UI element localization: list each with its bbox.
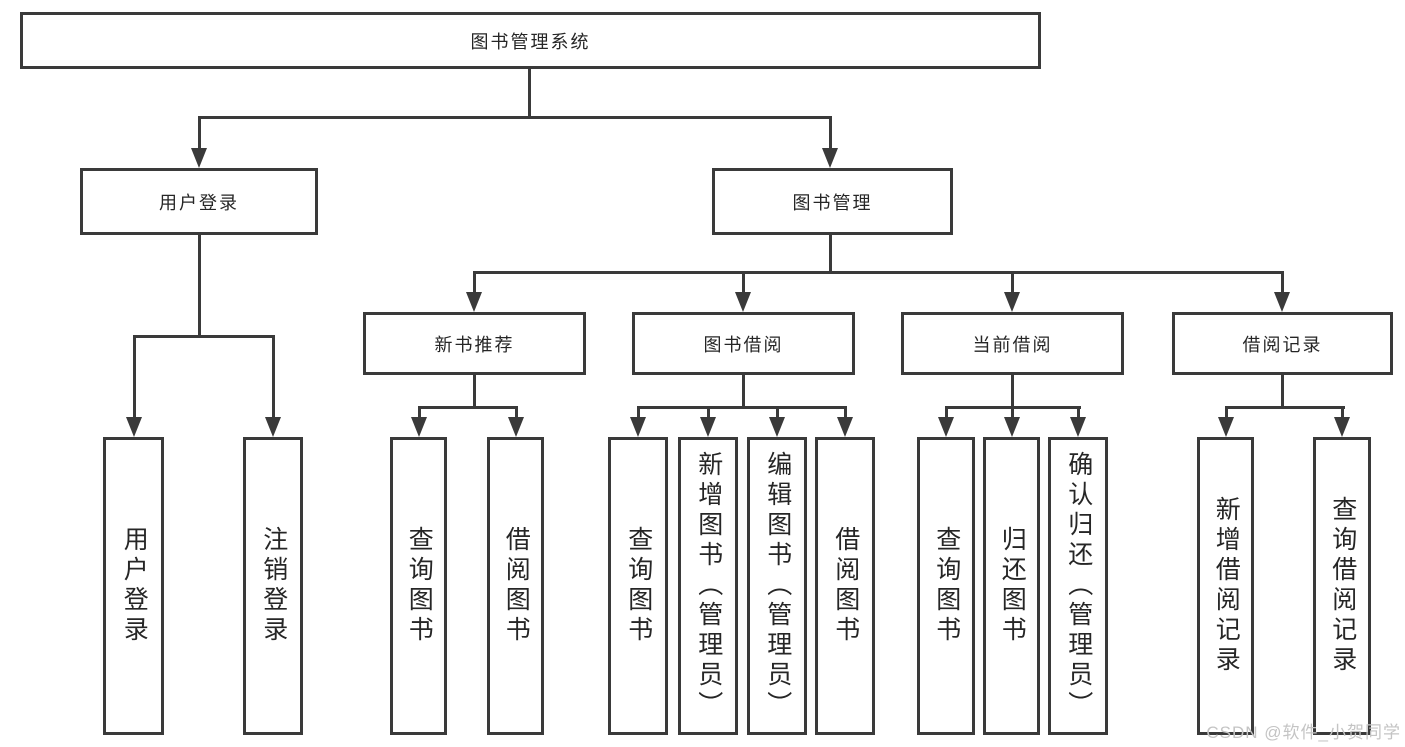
node-root: 图书管理系统 [20, 12, 1041, 69]
connector-line [1281, 374, 1284, 408]
arrow-down-icon [508, 417, 524, 437]
connector-line [1225, 408, 1228, 419]
connector-line [1225, 406, 1345, 409]
connector-line [1011, 374, 1014, 408]
leaf-add-book-admin-label: 新增图书（管理员） [694, 451, 723, 721]
connector-line [742, 273, 745, 294]
leaf-borrow-books-borrowing-label: 借阅图书 [831, 526, 860, 646]
node-borrowing-records: 借阅记录 [1172, 312, 1393, 375]
connector-line [198, 118, 201, 150]
leaf-query-books-current: 查询图书 [917, 437, 975, 735]
connector-line [515, 408, 518, 419]
leaf-confirm-return-admin-label: 确认归还（管理员） [1064, 451, 1093, 721]
leaf-add-book-admin: 新增图书（管理员） [678, 437, 738, 735]
leaf-query-books-recommend: 查询图书 [390, 437, 447, 735]
leaf-borrow-books-recommend: 借阅图书 [487, 437, 544, 735]
connector-line [1077, 408, 1080, 419]
leaf-edit-book-admin: 编辑图书（管理员） [747, 437, 807, 735]
connector-line [1011, 273, 1014, 294]
node-user-login-label: 用户登录 [159, 192, 239, 213]
arrow-down-icon [1274, 292, 1290, 312]
connector-line [133, 337, 136, 420]
leaf-query-borrow-record: 查询借阅记录 [1313, 437, 1371, 735]
node-user-login: 用户登录 [80, 168, 318, 235]
connector-line [945, 406, 1081, 409]
leaf-user-login: 用户登录 [103, 437, 164, 735]
connector-line [637, 406, 847, 409]
connector-line [1011, 408, 1014, 419]
leaf-query-books-borrowing: 查询图书 [608, 437, 668, 735]
connector-line [637, 408, 640, 419]
connector-line [198, 234, 201, 337]
connector-line [742, 374, 745, 408]
node-book-borrowing: 图书借阅 [632, 312, 855, 375]
connector-line [528, 68, 531, 118]
leaf-add-borrow-record: 新增借阅记录 [1197, 437, 1254, 735]
connector-line [133, 335, 275, 338]
connector-line [1281, 273, 1284, 294]
connector-line [198, 116, 832, 119]
arrow-down-icon [191, 148, 207, 168]
connector-line [418, 408, 421, 419]
connector-line [1341, 408, 1344, 419]
node-borrowing-records-label: 借阅记录 [1242, 334, 1323, 355]
connector-line [418, 406, 518, 409]
connector-line [844, 408, 847, 419]
leaf-query-borrow-record-label: 查询借阅记录 [1328, 496, 1357, 676]
node-current-borrowing-label: 当前借阅 [972, 334, 1053, 355]
arrow-down-icon [1004, 292, 1020, 312]
connector-line [473, 374, 476, 408]
connector-line [473, 271, 1284, 274]
leaf-user-login-label: 用户登录 [120, 526, 149, 646]
arrow-down-icon [769, 417, 785, 437]
leaf-add-borrow-record-label: 新增借阅记录 [1212, 496, 1241, 676]
arrow-down-icon [265, 417, 281, 437]
csdn-watermark: CSDN @软件_小贺同学 [1206, 723, 1401, 742]
arrow-down-icon [466, 292, 482, 312]
arrow-down-icon [411, 417, 427, 437]
arrow-down-icon [630, 417, 646, 437]
arrow-down-icon [1070, 417, 1086, 437]
arrow-down-icon [822, 148, 838, 168]
connector-line [945, 408, 948, 419]
leaf-return-book: 归还图书 [983, 437, 1040, 735]
arrow-down-icon [1004, 417, 1020, 437]
node-new-book-recommend-label: 新书推荐 [434, 334, 515, 355]
leaf-borrow-books-recommend-label: 借阅图书 [502, 526, 531, 646]
arrow-down-icon [837, 417, 853, 437]
connector-line [829, 234, 832, 273]
node-root-label: 图书管理系统 [470, 31, 591, 52]
arrow-down-icon [735, 292, 751, 312]
leaf-confirm-return-admin: 确认归还（管理员） [1048, 437, 1108, 735]
node-book-management-label: 图书管理 [792, 192, 873, 213]
node-new-book-recommend: 新书推荐 [363, 312, 586, 375]
connector-line [776, 408, 779, 419]
node-book-management: 图书管理 [712, 168, 953, 235]
arrow-down-icon [126, 417, 142, 437]
connector-line [707, 408, 710, 419]
leaf-edit-book-admin-label: 编辑图书（管理员） [763, 451, 792, 721]
connector-line [829, 118, 832, 150]
arrow-down-icon [700, 417, 716, 437]
leaf-query-books-borrowing-label: 查询图书 [624, 526, 653, 646]
arrow-down-icon [1218, 417, 1234, 437]
leaf-logout-label: 注销登录 [259, 526, 288, 646]
leaf-return-book-label: 归还图书 [998, 526, 1027, 646]
leaf-borrow-books-borrowing: 借阅图书 [815, 437, 875, 735]
arrow-down-icon [938, 417, 954, 437]
leaf-query-books-recommend-label: 查询图书 [405, 526, 434, 646]
connector-line [272, 337, 275, 420]
node-book-borrowing-label: 图书借阅 [703, 334, 784, 355]
connector-line [473, 273, 476, 294]
node-current-borrowing: 当前借阅 [901, 312, 1124, 375]
arrow-down-icon [1334, 417, 1350, 437]
leaf-query-books-current-label: 查询图书 [932, 526, 961, 646]
leaf-logout: 注销登录 [243, 437, 303, 735]
